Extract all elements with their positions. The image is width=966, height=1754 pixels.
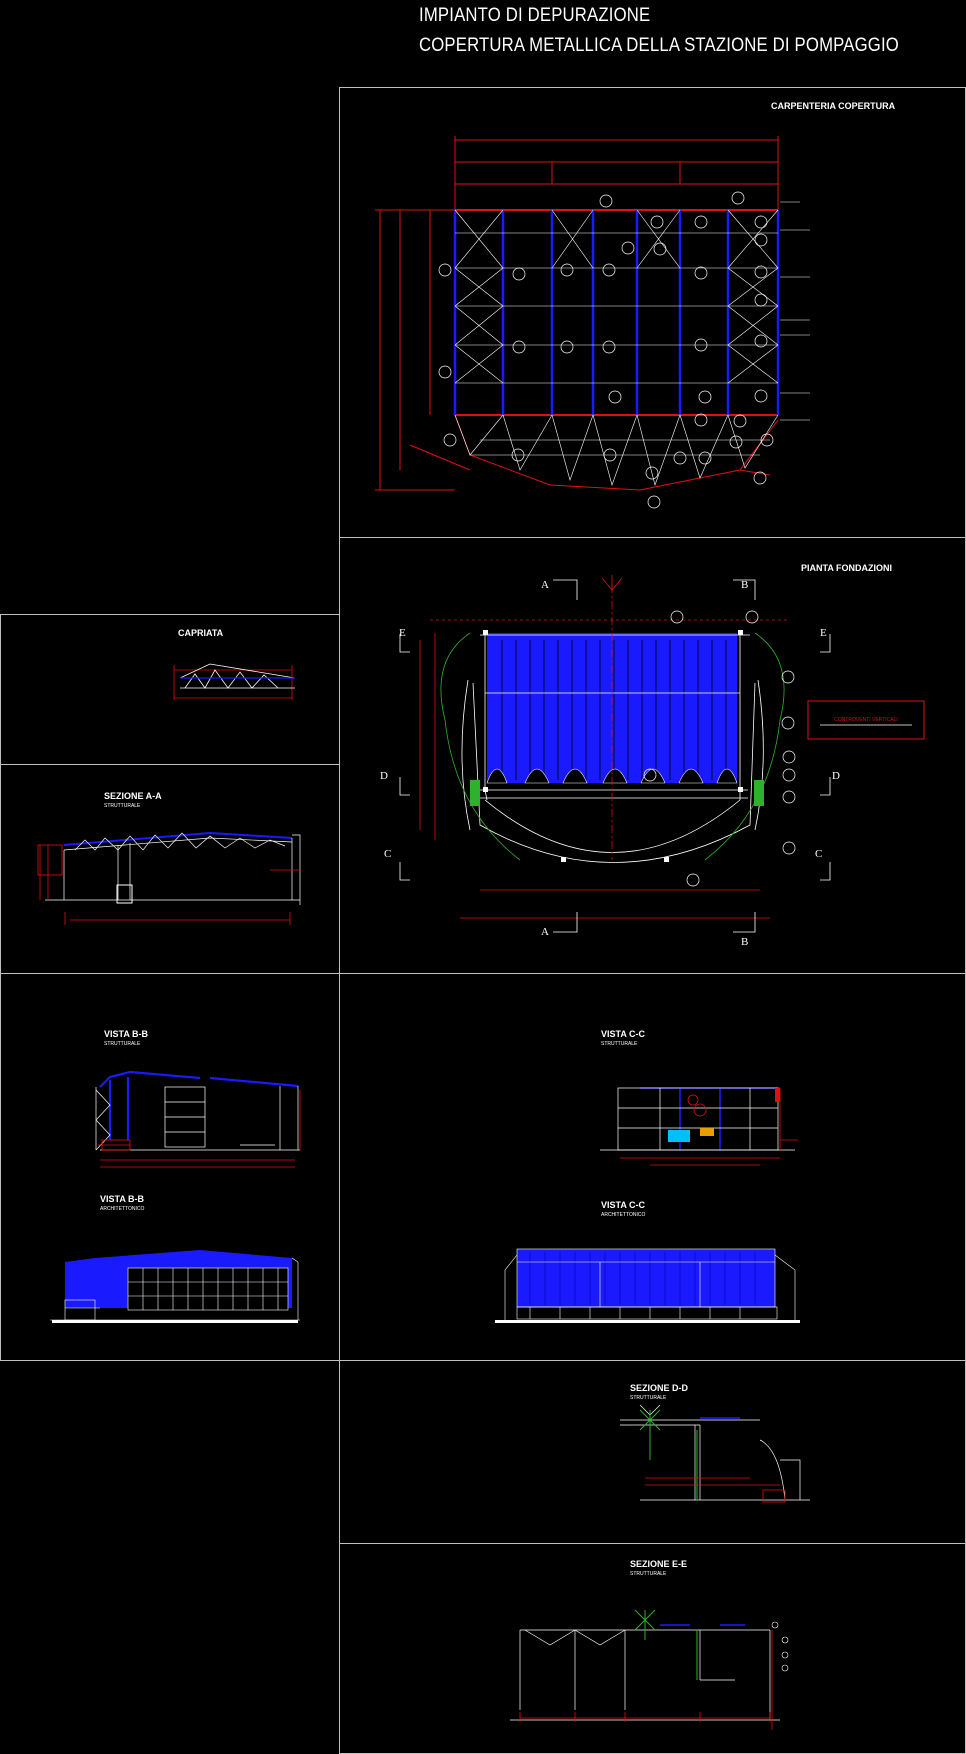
- section-mark-c-right: C: [815, 848, 822, 860]
- truss-drawing: [173, 663, 296, 700]
- section-aa-sub: STRUTTURALE: [104, 803, 141, 809]
- section-mark-d-left: D: [380, 770, 388, 782]
- foundation-plan-label: PIANTA FONDAZIONI: [801, 563, 892, 573]
- section-dd-drawing: [620, 1404, 810, 1503]
- section-mark-b-bottom: B: [741, 936, 748, 948]
- vista-bb-arch-drawing: [50, 1250, 300, 1323]
- foundation-plan-drawing: A B A B E E D D C C CONTROVENTI VERTICAL…: [380, 575, 925, 948]
- section-aa-drawing: [37, 831, 301, 925]
- section-ee-drawing: [510, 1609, 789, 1730]
- vista-bb-arch-sub: ARCHITETTONICO: [100, 1206, 145, 1212]
- roof-plan-drawing: [375, 136, 810, 509]
- vista-cc-struct-label: VISTA C-C: [601, 1029, 645, 1039]
- vista-cc-struct-drawing: [600, 1087, 798, 1166]
- roof-plan-label: CARPENTERIA COPERTURA: [771, 101, 896, 111]
- drawing-title-line1: IMPIANTO DI DEPURAZIONE: [419, 5, 651, 26]
- vista-bb-struct-label: VISTA B-B: [104, 1029, 148, 1039]
- drawing-title-line2: COPERTURA METALLICA DELLA STAZIONE DI PO…: [419, 35, 899, 56]
- section-ee-sub: STRUTTURALE: [630, 1571, 667, 1577]
- section-mark-d-right: D: [832, 770, 840, 782]
- section-dd-label: SEZIONE D-D: [630, 1383, 689, 1393]
- section-aa-label: SEZIONE A-A: [104, 791, 162, 801]
- vista-cc-arch-label: VISTA C-C: [601, 1200, 645, 1210]
- vista-cc-arch-sub: ARCHITETTONICO: [601, 1212, 646, 1218]
- truss-label: CAPRIATA: [178, 628, 224, 638]
- section-mark-b-top: B: [741, 579, 748, 591]
- section-mark-e-right: E: [820, 627, 827, 639]
- vista-bb-struct-sub: STRUTTURALE: [104, 1041, 141, 1047]
- legend-vertical-bracing: CONTROVENTI VERTICALI: [834, 717, 898, 723]
- vista-bb-struct-drawing: [95, 1070, 301, 1168]
- section-mark-a-top: A: [541, 579, 549, 591]
- section-ee-label: SEZIONE E-E: [630, 1559, 688, 1569]
- section-mark-a-bottom: A: [541, 926, 549, 938]
- section-mark-c-left: C: [384, 848, 391, 860]
- vista-cc-arch-drawing: [495, 1248, 800, 1323]
- vista-cc-struct-sub: STRUTTURALE: [601, 1041, 638, 1047]
- vista-bb-arch-label: VISTA B-B: [100, 1194, 144, 1204]
- section-dd-sub: STRUTTURALE: [630, 1395, 667, 1401]
- section-mark-e-left: E: [399, 627, 406, 639]
